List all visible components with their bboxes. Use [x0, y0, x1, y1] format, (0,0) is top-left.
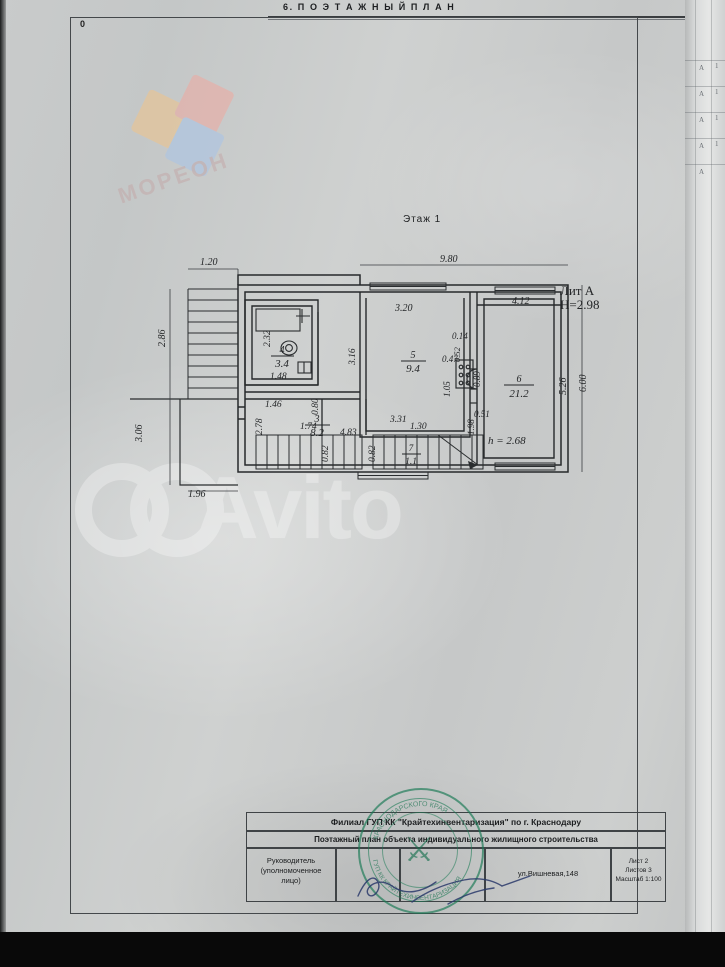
seal-ring-core [382, 812, 458, 888]
page-title: 6. П О Э Т А Ж Н Ы Й П Л А Н [283, 2, 456, 12]
dim-bottom-left: 1.96 [188, 489, 206, 500]
dim-014: 0.14 [452, 331, 468, 341]
signature [357, 875, 531, 905]
dim-105: 1.05 [442, 381, 452, 397]
dim-082a: 0.82 [321, 445, 331, 462]
dim-130: 1.30 [410, 422, 427, 432]
room-6-area: 21.2 [509, 388, 529, 400]
dim-278: 2.78 [255, 418, 265, 435]
room-5-number: 5 [411, 350, 416, 361]
floor-plan-drawing: 1.20 9.80 3.20 4.12 2.86 3.06 6.00 5.26 … [70, 17, 636, 517]
dim-top-room6: 4.12 [512, 296, 530, 307]
dim-left-lower: 3.06 [134, 425, 145, 444]
dim-080: 0.80 [311, 398, 321, 415]
dim-483: 4.83 [340, 428, 357, 438]
svg-text:КРАСНОДАРСКОГО КРАЯ: КРАСНОДАРСКОГО КРАЯ [373, 801, 449, 840]
official-seal: ⚔ КРАСНОДАРСКОГО КРАЯ ГУП КК КРАЙТЕХИНВЕ… [358, 788, 484, 914]
seal-emblem-icon: ⚔ [403, 831, 435, 869]
literal-height: H=2.98 [560, 297, 599, 312]
title-rule-thin [268, 19, 725, 20]
room-3-number: 3 [314, 414, 320, 425]
dim-047: 0.47 [442, 354, 458, 364]
title-block-sheet-cell: Лист 2 Листов 3 Масштаб 1:100 [611, 848, 666, 902]
dim-174: 1.74 [300, 422, 317, 432]
seal-ring-inner [368, 798, 472, 902]
sheet-text: Лист 2 Листов 3 Масштаб 1:100 [615, 858, 662, 883]
dim-right-inner: 5.26 [558, 378, 569, 396]
dim-051: 0.51 [474, 409, 490, 419]
room-6-number: 6 [517, 374, 522, 385]
interior-height-note: h = 2.68 [488, 435, 526, 447]
title-block-address-cell: ул.Вишневая,148 [485, 848, 611, 902]
room-5-area: 9.4 [406, 363, 420, 375]
dim-232: 2.32 [263, 330, 273, 347]
room-3-area: 8.2 [310, 427, 324, 439]
seal-top-text: КРАСНОДАРСКОГО КРАЯ [373, 801, 449, 840]
dim-left-upper: 2.86 [157, 330, 168, 348]
floor-label: Этаж 1 [403, 214, 441, 225]
dim-top-inner: 3.20 [394, 303, 413, 314]
page-left-edge [0, 0, 6, 932]
dim-331: 3.31 [389, 415, 407, 425]
dim-148: 1.48 [270, 372, 287, 382]
dim-146: 1.46 [265, 400, 282, 410]
dim-082b: 0.82 [368, 445, 378, 462]
room-4-area: 3.4 [274, 358, 289, 370]
adjacent-page-edge: А А А А А 1 1 1 1 [685, 0, 725, 932]
document-page: МОРЕОН Avito 6. П О Э Т А Ж Н Ы Й П Л А … [0, 0, 725, 932]
photo-background [0, 932, 725, 967]
drawing-frame [70, 17, 638, 914]
seal-arc-text: КРАСНОДАРСКОГО КРАЯ ГУП КК КРАЙТЕХИНВЕНТ… [371, 801, 464, 902]
dim-top-left: 1.20 [200, 257, 218, 268]
dim-right-outer: 6.00 [578, 375, 589, 393]
room-7-area: 1.1 [405, 457, 417, 467]
room-7-number: 7 [409, 443, 414, 453]
title-block-role-cell: Руководитель (уполномоченное лицо) [246, 848, 336, 902]
address-text: ул.Вишневая,148 [517, 869, 579, 878]
corner-marker: 0 [80, 19, 86, 29]
dim-top-right: 9.80 [440, 254, 458, 265]
dim-198: 1.98 [466, 419, 476, 435]
dim-316: 3.16 [348, 348, 358, 366]
role-text: Руководитель (уполномоченное лицо) [260, 856, 322, 885]
literal-label: Лит А [560, 283, 595, 298]
dim-052: 0.52 [452, 346, 462, 362]
room-4-number: 4 [280, 345, 285, 356]
dim-089: 0.89 [472, 371, 482, 387]
